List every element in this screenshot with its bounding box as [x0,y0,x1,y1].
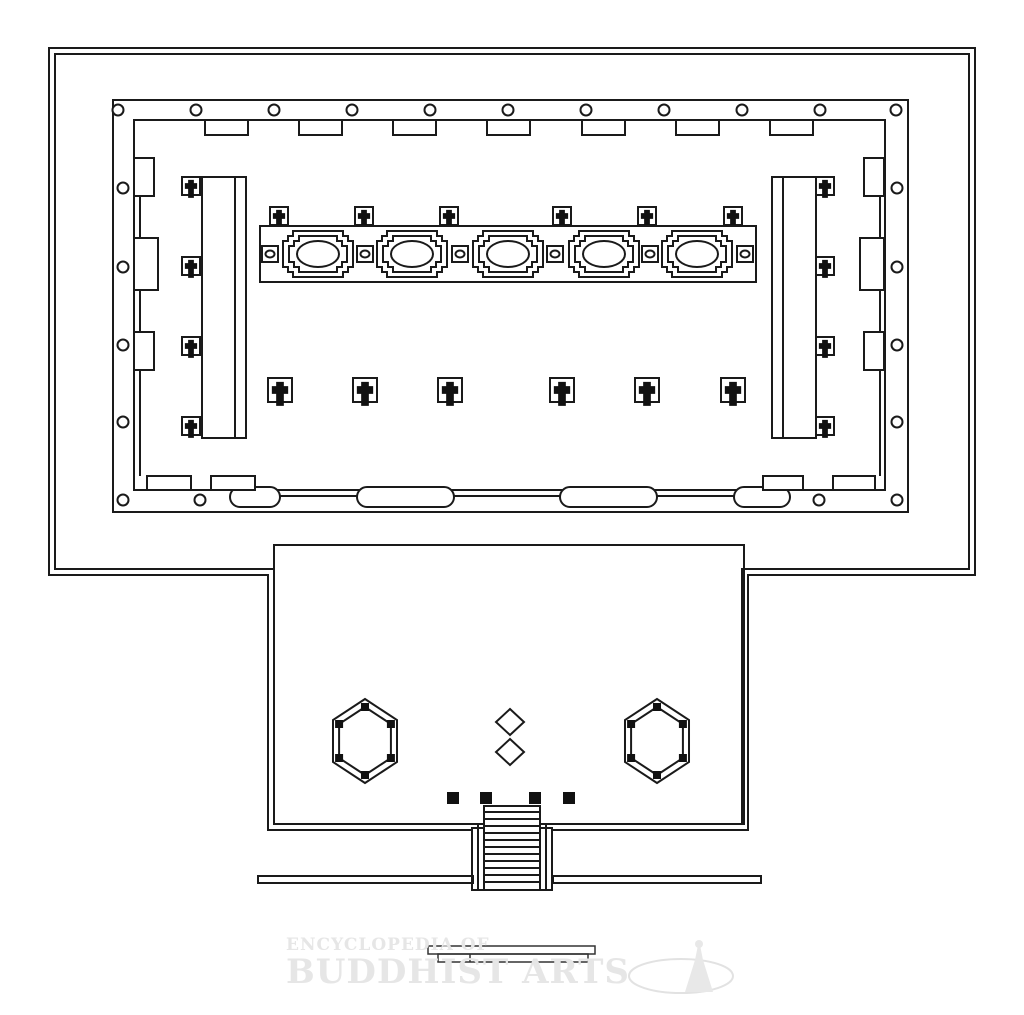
column [892,262,903,273]
cross-pillar [438,378,462,406]
cross-pillar [182,417,200,438]
column [892,340,903,351]
central-altar [260,226,756,282]
watermark-line-1: ENCYCLOPEDIA OF [286,935,490,955]
front-rail [230,487,790,507]
cross-pillar [721,378,745,406]
diamond-marker [496,709,524,735]
cross-pillar [268,378,292,406]
altar-stud [357,246,373,262]
lintel-pad [676,120,719,135]
wall-pad [860,238,884,290]
front-pad [147,476,191,490]
altar-stud [547,246,563,262]
right-bench [772,177,816,438]
wall-pad [134,158,154,196]
column [425,105,436,116]
rail-segment [357,487,454,507]
cross-pillar [553,207,571,228]
column [113,105,124,116]
lintel-pad [582,120,625,135]
cross-pillar [635,378,659,406]
square-pillar-base [447,792,459,804]
cross-pillar [724,207,742,228]
ground-line [258,876,761,883]
column [195,495,206,506]
column [815,105,826,116]
watermark-plinth [428,946,595,962]
column [503,105,514,116]
side-benches [202,177,816,438]
cross-pillar [550,378,574,406]
stupa-logo-icon [629,940,733,993]
altar-niche [473,231,543,277]
hexagonal-pavilion [333,699,397,783]
wall-pad [134,332,154,370]
column [814,495,825,506]
column [892,417,903,428]
column [191,105,202,116]
altar-stud [262,246,278,262]
front-pad [763,476,803,490]
lintel-pad [770,120,813,135]
watermark-line-2: BUDDHIST ARTS [286,952,630,992]
cross-pillar [816,417,834,438]
square-pillar-base [529,792,541,804]
lintel-pad [299,120,342,135]
altar-niche [377,231,447,277]
altar-stud [452,246,468,262]
left-bench [202,177,246,438]
column [581,105,592,116]
column [892,183,903,194]
altar-stud [642,246,658,262]
square-pillar-base [563,792,575,804]
column [737,105,748,116]
column [891,105,902,116]
cross-pillar [182,257,200,278]
wall-pad [864,158,884,196]
lintel-pad [393,120,436,135]
altar-niche [569,231,639,277]
porch-features [333,699,689,804]
cross-pillar [816,337,834,358]
cross-pillar [182,337,200,358]
cross-pillar [182,177,200,198]
cross-pillar [816,257,834,278]
column [118,183,129,194]
lintel-pads [134,120,884,490]
diamond-marker [496,739,524,765]
altar-niche [283,231,353,277]
column [892,495,903,506]
column [118,417,129,428]
cross-pillar [355,207,373,228]
perimeter-columns [113,105,903,506]
cross-pillar [353,378,377,406]
cross-pillar [816,177,834,198]
column [118,340,129,351]
column [659,105,670,116]
cross-pillar [638,207,656,228]
entrance-porch [274,545,744,824]
column [269,105,280,116]
cross-pillar [440,207,458,228]
altar-niche [662,231,732,277]
entrance-stairs [472,806,552,890]
cross-pillars [182,177,834,438]
square-pillar-base [480,792,492,804]
lintel-pad [205,120,248,135]
column [118,262,129,273]
hexagonal-pavilion [625,699,689,783]
column [118,495,129,506]
wall-pad [864,332,884,370]
lintel-pad [487,120,530,135]
cross-pillar [270,207,288,228]
front-pad [211,476,255,490]
wall-pad [134,238,158,290]
altar-stud [737,246,753,262]
rail-segment [560,487,657,507]
front-pad [833,476,875,490]
column [347,105,358,116]
